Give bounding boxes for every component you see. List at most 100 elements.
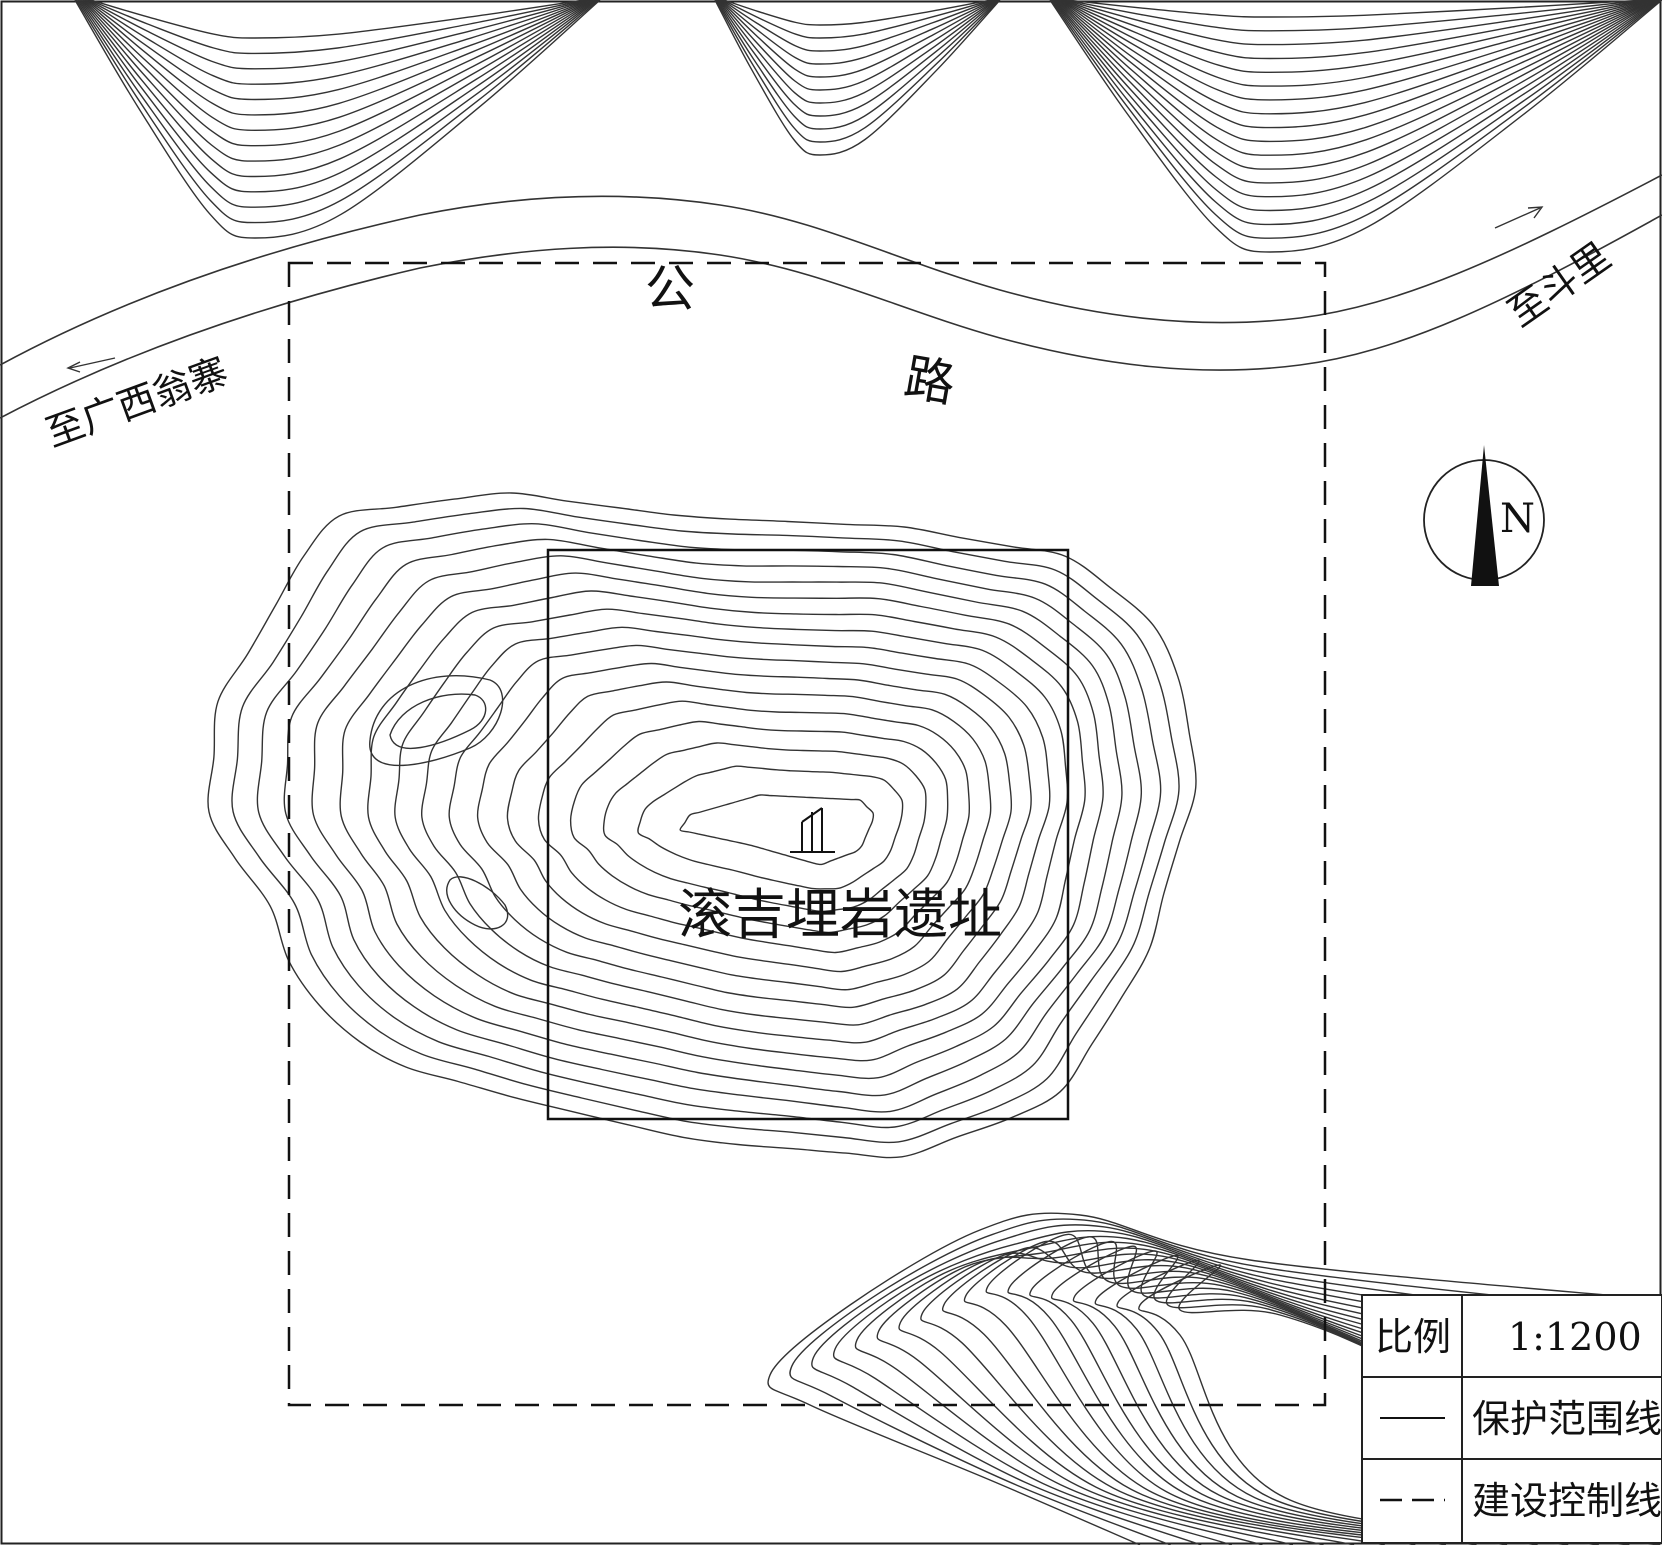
road-north-edge (0, 174, 1662, 366)
contour-lines-north-hill (714, 0, 1001, 156)
contour-line (311, 555, 1123, 1097)
legend-scale-label: 比例 (1375, 1315, 1451, 1359)
contour-lines-northeast-hill (1049, 0, 1662, 253)
burial-rock-marker-icon (790, 807, 835, 853)
contour-line (74, 0, 601, 239)
contour-line (942, 1246, 1662, 1545)
contour-line (720, 0, 995, 65)
road-south-edge (0, 214, 1662, 419)
north-arrow-icon (1471, 445, 1499, 586)
contour-line (1059, 0, 1653, 115)
contour-line (84, 0, 591, 116)
contour-line (367, 590, 1086, 1062)
contour-line (476, 662, 1013, 991)
contour-line (985, 1233, 1662, 1545)
contour-line (506, 681, 992, 973)
contour-line (1063, 0, 1649, 60)
contour-line (1058, 0, 1654, 129)
contour-line (569, 720, 949, 934)
legend-scale-value: 1:1200 (1508, 1315, 1642, 1359)
contour-line (1051, 0, 1661, 226)
contour-line (721, 0, 994, 52)
contour-line (1050, 0, 1662, 239)
contour-line (1066, 0, 1646, 18)
contour-line (85, 0, 590, 101)
contour-line (283, 538, 1143, 1113)
protection-range-boundary (546, 548, 1070, 1121)
contour-line (1056, 0, 1656, 156)
contour-line (876, 1241, 1662, 1545)
contour-lines-site-hill (207, 492, 1197, 1159)
contour-line (719, 0, 995, 78)
contour-line (637, 765, 904, 890)
contour-line (832, 1229, 1662, 1545)
contour-line (1060, 0, 1652, 101)
contour-line (789, 1218, 1662, 1545)
north-arrow: N (1423, 445, 1545, 586)
contour-line (76, 0, 598, 208)
contour-knoll-upper-outer (369, 675, 504, 767)
road-label-gong: 公 (645, 260, 695, 318)
north-label: N (1500, 496, 1535, 542)
contour-line (78, 0, 597, 193)
contour-line (1057, 0, 1655, 143)
contour-line (1055, 0, 1657, 170)
contour-line (420, 626, 1051, 1026)
contour-line (715, 0, 1000, 143)
contour-line (767, 1212, 1662, 1545)
contour-line (1062, 0, 1650, 74)
legend: 比例 1:1200 保护范围线 建设控制线 (1361, 1294, 1662, 1544)
contour-line (1065, 0, 1647, 32)
contour-line (1053, 0, 1659, 198)
contour-line (89, 0, 586, 55)
contour-line (90, 0, 585, 39)
arrow-east-icon (1494, 206, 1544, 229)
contour-line (718, 0, 997, 104)
contour-line (717, 0, 998, 117)
road-destination-west: 至广西翁寨 (40, 349, 234, 455)
contour-line (79, 0, 596, 178)
contour-line (339, 572, 1104, 1080)
road-destination-east: 至斗里 (1500, 234, 1619, 335)
contour-line (854, 1235, 1662, 1545)
contour-line (75, 0, 600, 224)
contour-lines-northwest-hill (74, 0, 601, 239)
contour-line (716, 0, 999, 130)
contour-line (537, 700, 971, 954)
contour-line (811, 1224, 1662, 1545)
legend-protection-label: 保护范围线 (1472, 1397, 1662, 1441)
contour-line (256, 523, 1162, 1129)
contour-line (207, 492, 1197, 1159)
contour-line (231, 507, 1180, 1144)
contour-line (722, 0, 993, 39)
road-label-lu: 路 (900, 348, 959, 414)
contour-line (1064, 0, 1648, 46)
contour-knoll-lower (446, 876, 509, 930)
contour-line (898, 1247, 1662, 1545)
contour-line (86, 0, 588, 85)
contour-line (1049, 0, 1662, 253)
contour-line (81, 0, 593, 147)
contour-line (1054, 0, 1658, 184)
contour-line (963, 1240, 1662, 1545)
contour-line (394, 608, 1069, 1044)
contour-line (714, 0, 1001, 156)
legend-construction-label: 建设控制线 (1472, 1479, 1662, 1523)
contour-line (80, 0, 595, 162)
contour-line (723, 0, 992, 26)
contour-line (718, 0, 996, 91)
contour-line (679, 794, 875, 866)
site-name: 滚吉埋岩遗址 (678, 883, 1002, 946)
contour-line (920, 1252, 1662, 1545)
contour-line (602, 742, 927, 913)
contour-line (1052, 0, 1660, 212)
arrow-west-icon (66, 357, 116, 373)
contour-line (83, 0, 592, 132)
contour-line (1061, 0, 1651, 87)
contour-knoll-upper (389, 693, 487, 750)
contour-line (88, 0, 587, 70)
contour-line (448, 644, 1032, 1009)
construction-control-boundary (287, 261, 1327, 1407)
